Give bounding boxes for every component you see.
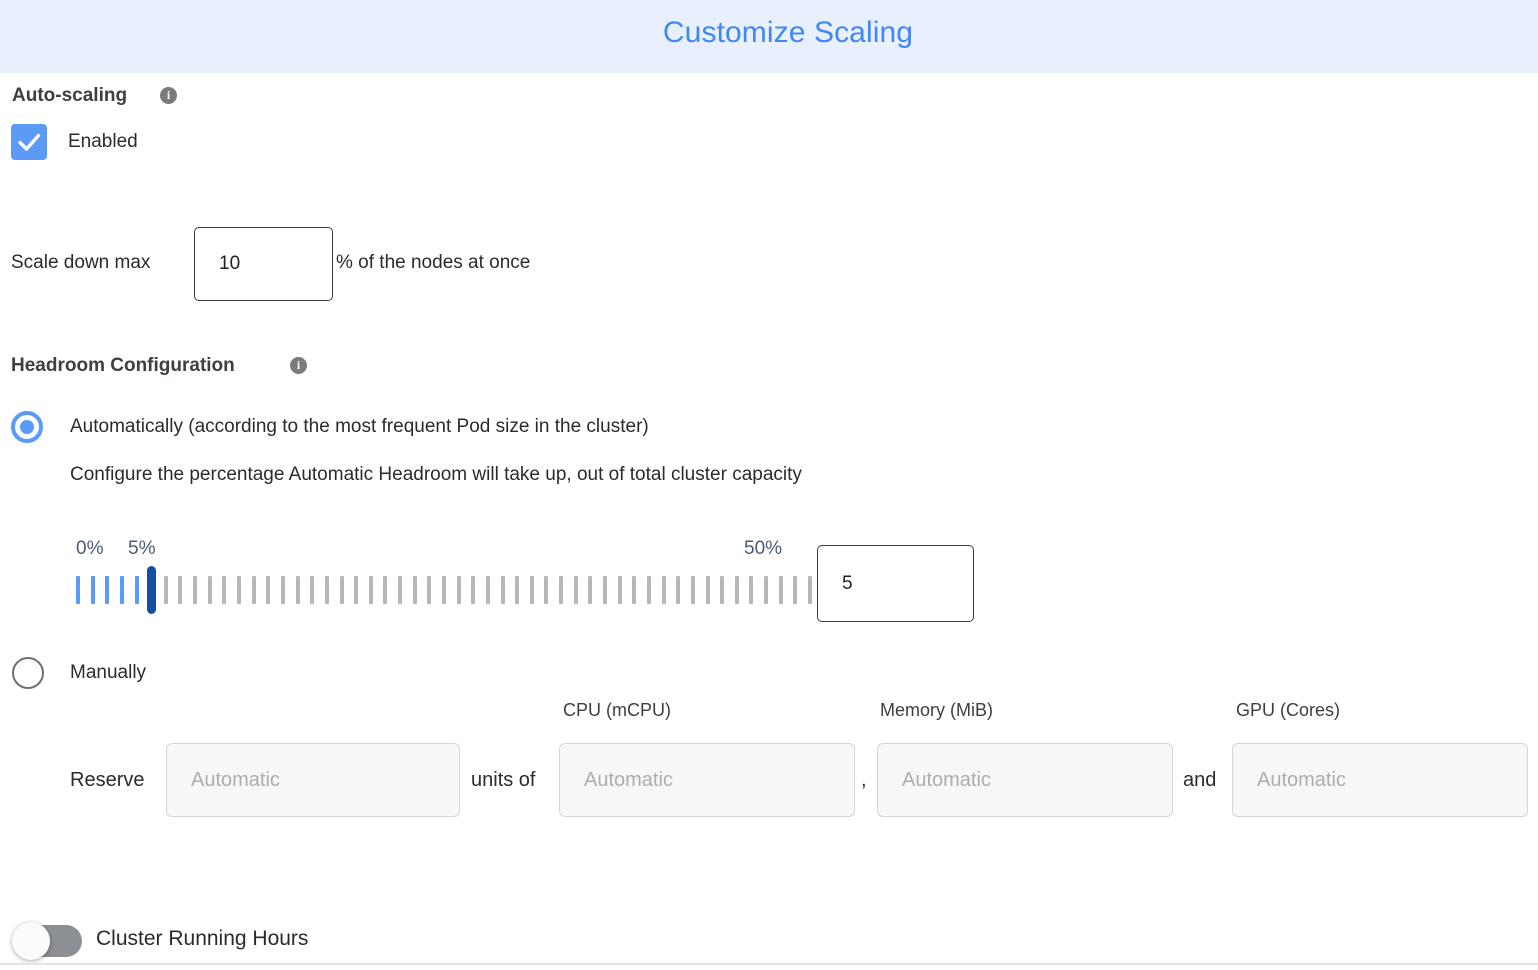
- slider-thumb[interactable]: [146, 566, 156, 614]
- slider-tick: [734, 576, 739, 604]
- slider-tick: [529, 576, 534, 604]
- slider-tick: [515, 576, 520, 604]
- gpu-field-label: GPU (Cores): [1236, 700, 1341, 720]
- slider-tick: [280, 576, 285, 604]
- slider-tick: [778, 576, 783, 604]
- slider-tick: [383, 576, 388, 604]
- reserve-memory-input[interactable]: [877, 743, 1173, 817]
- cpu-field-label: CPU (mCPU): [563, 700, 671, 720]
- slider-tick: [676, 576, 681, 604]
- slider-tick: [178, 576, 183, 604]
- memory-field-label: Memory (MiB): [880, 700, 993, 720]
- slider-tick: [412, 576, 417, 604]
- slider-tick: [207, 576, 212, 604]
- slider-tick: [398, 576, 403, 604]
- slider-tick: [617, 576, 622, 604]
- dialog-header: Customize Scaling: [0, 0, 1538, 73]
- slider-tick: [705, 576, 710, 604]
- headroom-option-automatic-description: Configure the percentage Automatic Headr…: [70, 464, 802, 485]
- slider-tick: [603, 576, 608, 604]
- headroom-info-icon[interactable]: i: [290, 357, 307, 374]
- slider-tick: [76, 576, 80, 604]
- headroom-percentage-input[interactable]: [817, 545, 974, 622]
- slider-tick: [500, 576, 505, 604]
- slider-tick: [105, 576, 110, 604]
- headroom-option-automatic-label: Automatically (according to the most fre…: [70, 416, 649, 437]
- reserve-label: Reserve: [70, 769, 145, 791]
- slider-tick: [310, 576, 315, 604]
- cluster-running-hours-toggle[interactable]: [12, 922, 82, 960]
- slider-tick: [119, 576, 124, 604]
- autoscaling-info-icon[interactable]: i: [160, 87, 177, 104]
- toggle-knob: [12, 922, 50, 960]
- slider-tick: [295, 576, 300, 604]
- slider-tick: [573, 576, 578, 604]
- headroom-option-automatic-radio[interactable]: [11, 411, 43, 443]
- scale-down-suffix-label: % of the nodes at once: [336, 252, 531, 273]
- autoscaling-enabled-checkbox[interactable]: [11, 124, 47, 160]
- reserve-gpu-input[interactable]: [1232, 743, 1528, 817]
- slider-max-label: 50%: [744, 538, 783, 559]
- scale-down-max-input[interactable]: [194, 227, 333, 301]
- slider-tick: [661, 576, 666, 604]
- slider-tick: [324, 576, 329, 604]
- headroom-option-manually-radio[interactable]: [12, 657, 44, 689]
- slider-tick: [163, 576, 168, 604]
- slider-tick: [134, 576, 139, 604]
- slider-tick: [237, 576, 242, 604]
- slider-tick: [193, 576, 198, 604]
- slider-tick: [690, 576, 695, 604]
- slider-tick: [368, 576, 373, 604]
- slider-tick: [442, 576, 446, 604]
- slider-tick: [456, 576, 461, 604]
- autoscaling-section-label: Auto-scaling: [12, 85, 128, 106]
- slider-tick: [646, 576, 651, 604]
- reserve-cpu-input[interactable]: [559, 743, 855, 817]
- slider-tick: [354, 576, 359, 604]
- autoscaling-enabled-label: Enabled: [68, 131, 138, 152]
- slider-tick: [339, 576, 344, 604]
- scale-down-prefix-label: Scale down max: [11, 252, 151, 273]
- cluster-running-hours-label: Cluster Running Hours: [96, 927, 309, 950]
- page-title: Customize Scaling: [662, 16, 914, 49]
- units-of-label: units of: [471, 769, 536, 791]
- headroom-percentage-slider[interactable]: [76, 566, 812, 614]
- slider-tick: [720, 576, 725, 604]
- slider-tick: [251, 576, 256, 604]
- slider-tick: [90, 576, 95, 604]
- slider-tick: [764, 576, 769, 604]
- slider-tick: [632, 576, 637, 604]
- slider-tick: [266, 576, 271, 604]
- slider-tick: [808, 576, 812, 604]
- reserve-comma-separator: ,: [861, 769, 867, 791]
- slider-tick: [544, 576, 549, 604]
- slider-tick: [222, 576, 227, 604]
- slider-tick: [471, 576, 476, 604]
- slider-tick: [559, 576, 564, 604]
- slider-tick: [427, 576, 432, 604]
- slider-tick: [749, 576, 754, 604]
- slider-current-label: 5%: [128, 538, 156, 559]
- slider-tick: [485, 576, 490, 604]
- headroom-section-label: Headroom Configuration: [11, 355, 235, 376]
- check-icon: [18, 133, 41, 151]
- headroom-option-manually-label: Manually: [70, 662, 147, 683]
- reserve-units-input[interactable]: [166, 743, 460, 817]
- slider-tick: [793, 576, 798, 604]
- slider-tick: [588, 576, 593, 604]
- slider-min-label: 0%: [76, 538, 104, 559]
- reserve-and-separator: and: [1183, 769, 1217, 791]
- bottom-divider: [0, 963, 1538, 965]
